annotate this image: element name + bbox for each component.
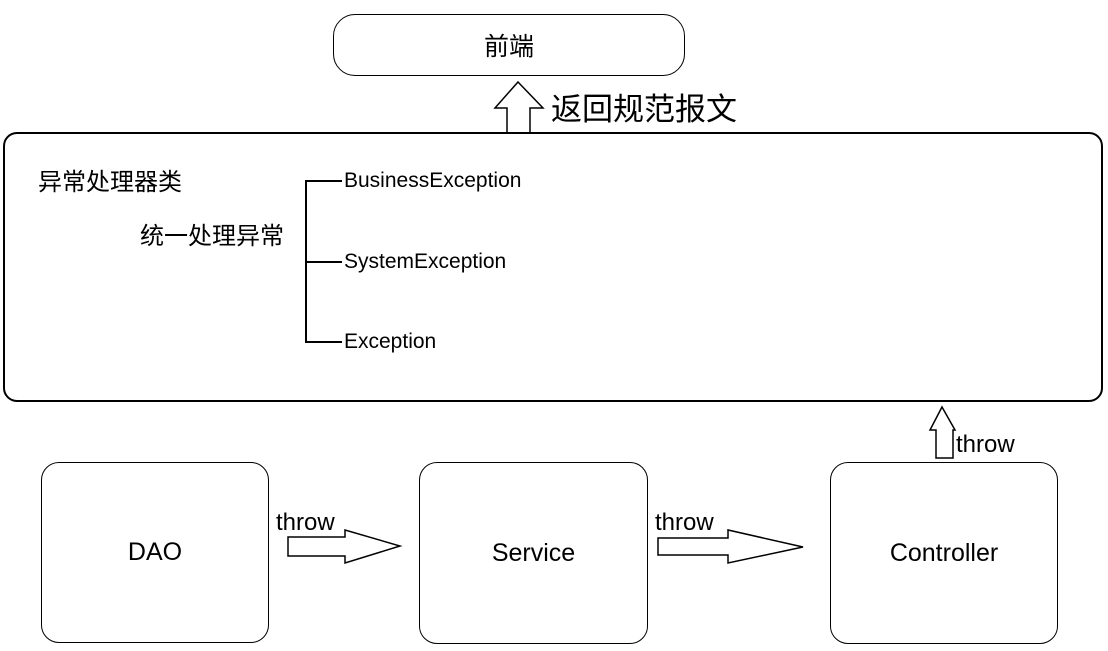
service-label: Service — [491, 538, 576, 567]
return-message-label: 返回规范报文 — [551, 92, 737, 127]
exception-tree-branch-line — [305, 341, 342, 343]
dao-node: DAO — [41, 462, 269, 643]
frontend-label: 前端 — [483, 33, 534, 61]
return-up-arrow-icon — [493, 80, 545, 135]
service-node: Service — [419, 462, 648, 644]
throw-label-controller-handler: throw — [956, 431, 1015, 458]
controller-node: Controller — [830, 462, 1058, 644]
exception-tree-branch-line — [305, 180, 342, 182]
exception-item-business: BusinessException — [344, 169, 522, 192]
controller-label: Controller — [889, 538, 999, 567]
exception-item-system: SystemException — [344, 250, 507, 273]
throw-up-arrow-icon — [928, 405, 957, 459]
throw-label-dao-service: throw — [276, 509, 335, 536]
exception-tree-branch-line — [305, 261, 342, 263]
throw-right-arrow-icon — [287, 529, 403, 565]
exception-handler-box — [3, 132, 1103, 402]
throw-label-service-controller: throw — [655, 509, 714, 536]
frontend-node: 前端 — [333, 14, 685, 76]
handler-title: 异常处理器类 — [38, 169, 182, 196]
throw-right-arrow-icon — [657, 529, 804, 564]
exception-item-generic: Exception — [344, 330, 437, 353]
dao-label: DAO — [127, 538, 183, 566]
handler-subtitle: 统一处理异常 — [140, 223, 284, 250]
